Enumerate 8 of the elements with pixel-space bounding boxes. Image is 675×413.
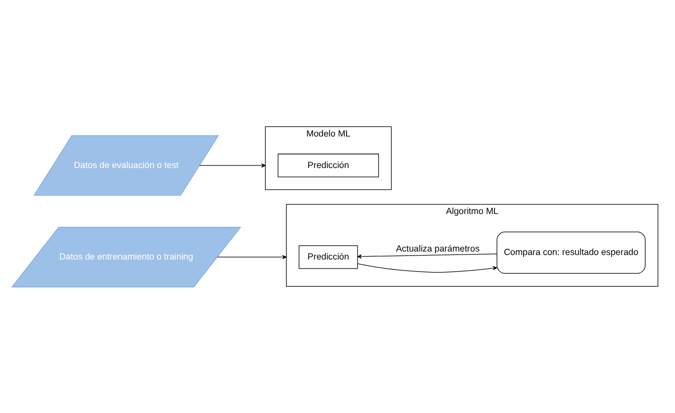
arrow (357, 254, 498, 259)
node-box: Predicción (298, 245, 358, 269)
arrow (216, 255, 287, 260)
node-box: Compara con: resultado esperado (496, 232, 646, 274)
edge-label: Actualiza parámetros (396, 243, 480, 254)
arrow (199, 163, 266, 168)
node-box: Predicción (278, 154, 379, 178)
arrow (357, 263, 498, 273)
